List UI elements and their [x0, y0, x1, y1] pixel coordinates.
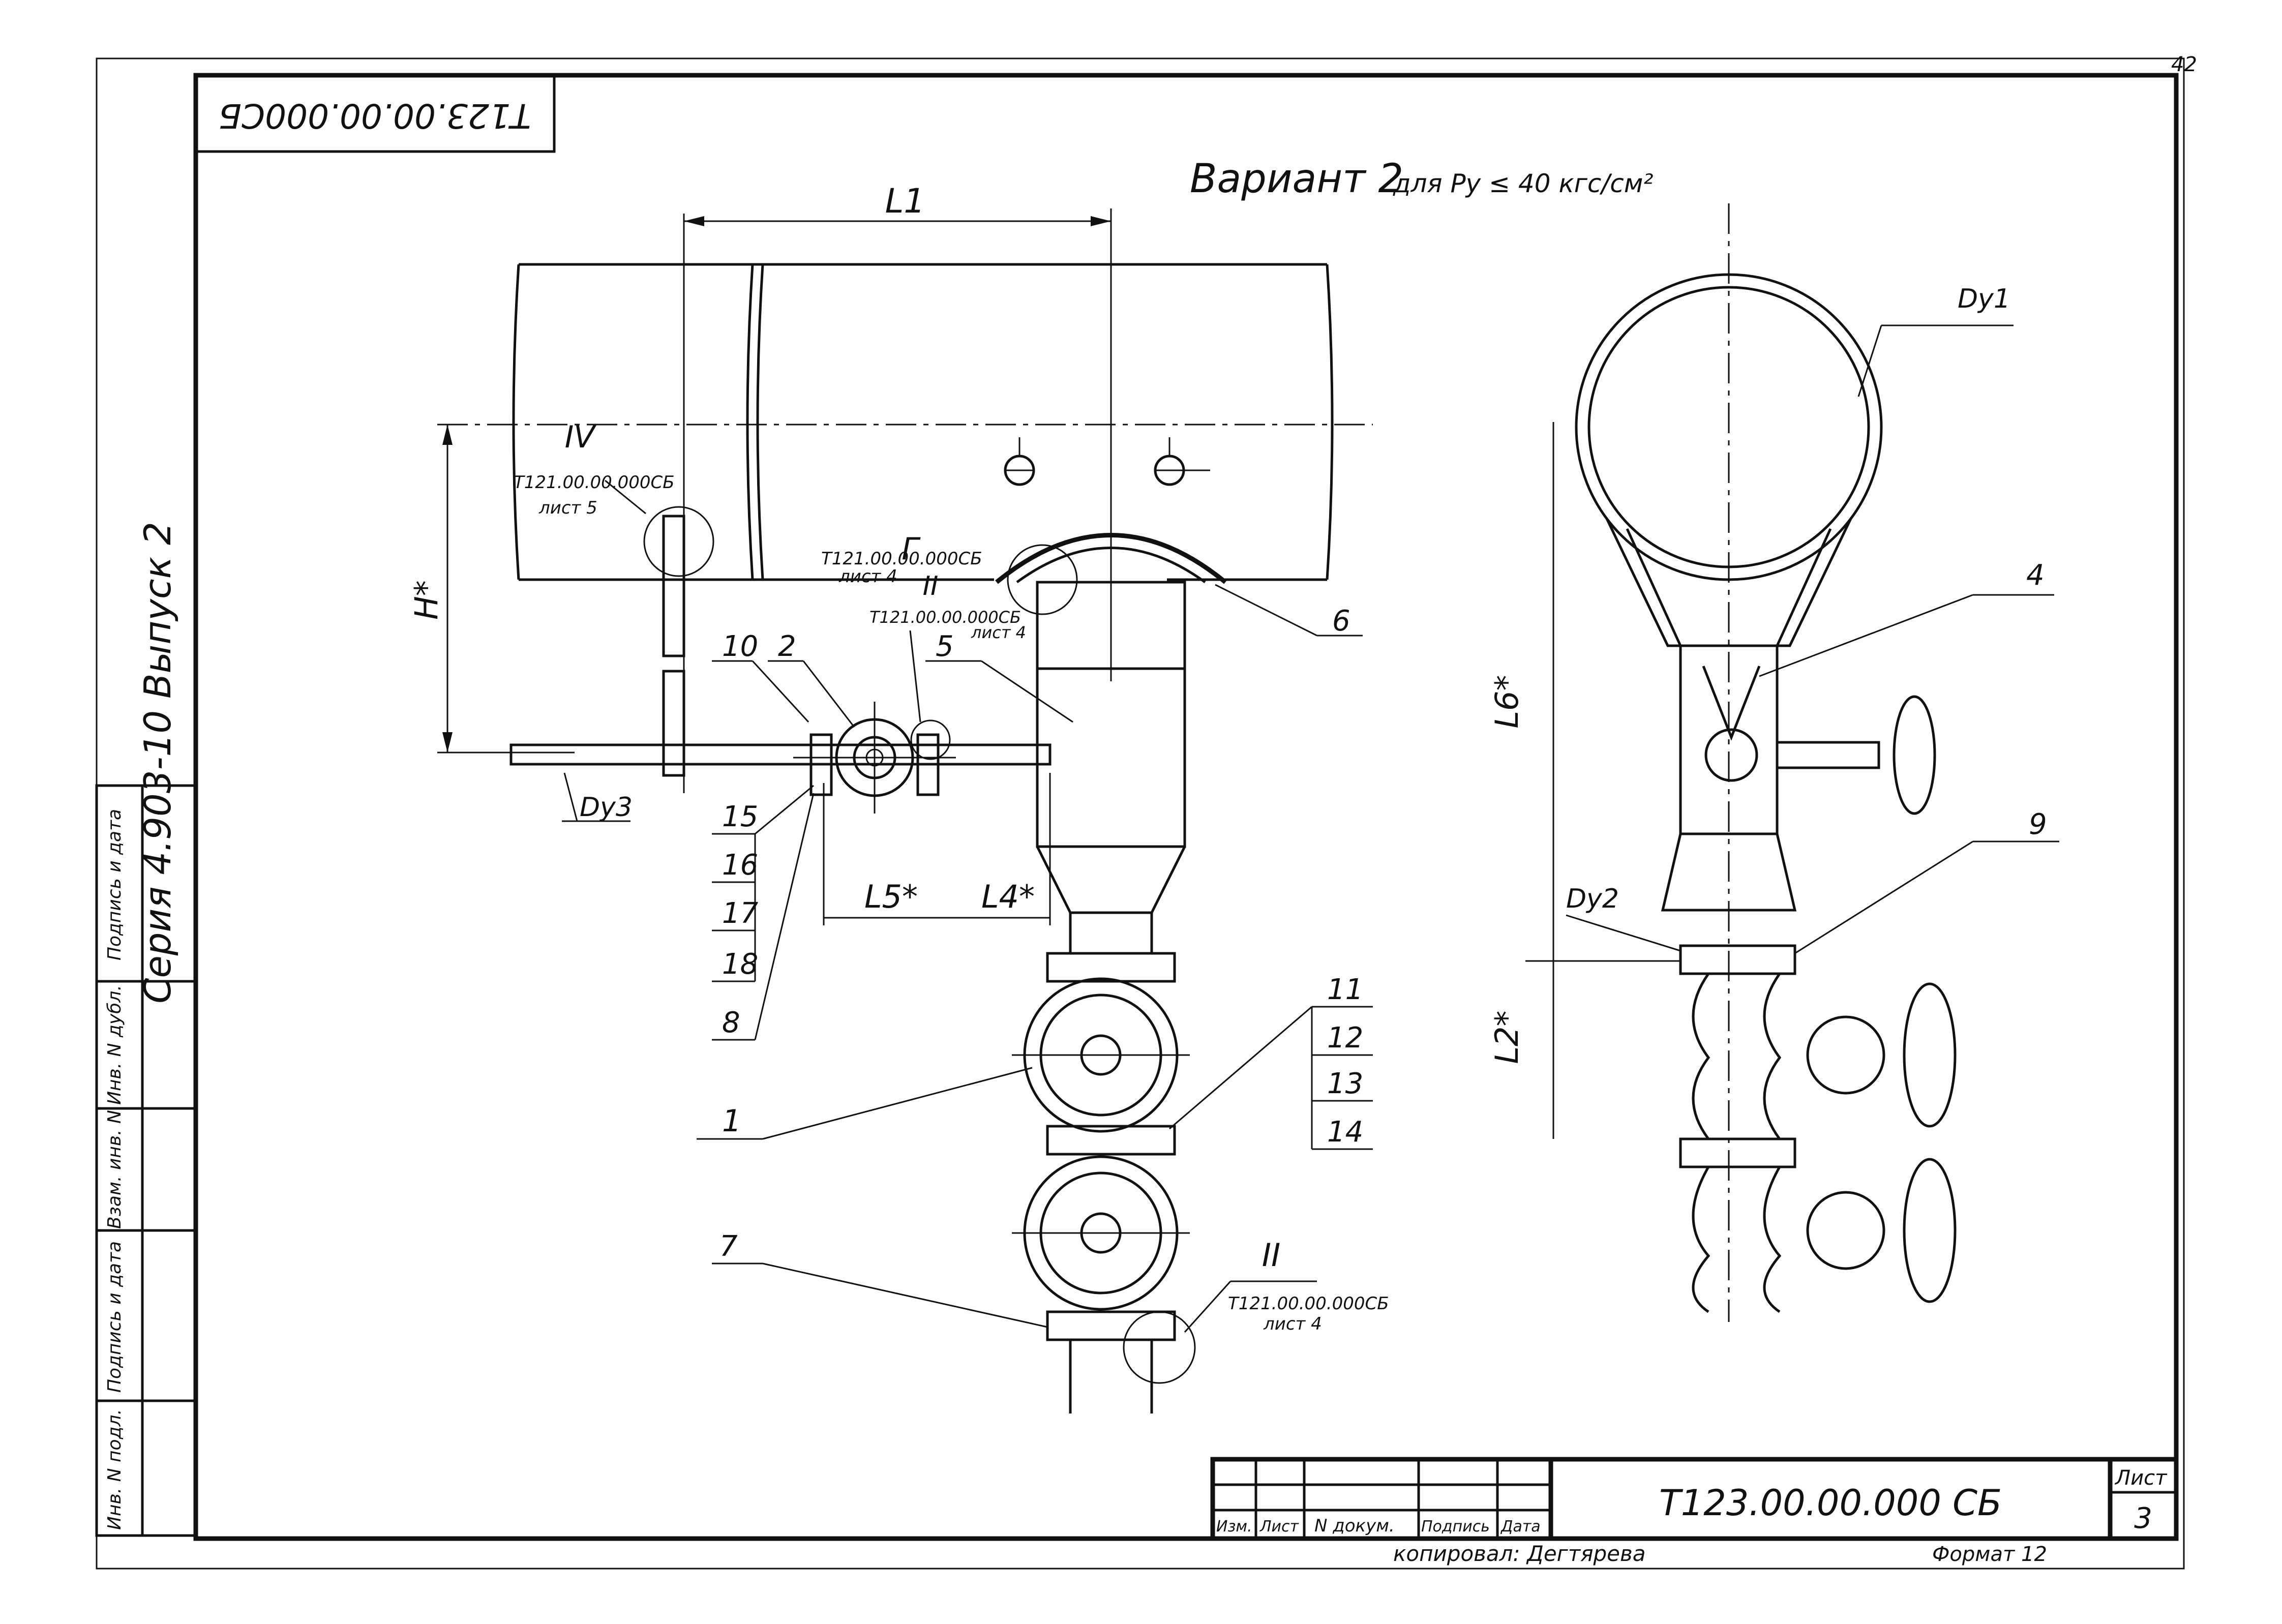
dim-l1-label: L1 — [885, 182, 925, 221]
tb-header-izm: Изм. — [1216, 1518, 1252, 1536]
tb-header-sign: Подпись — [1421, 1518, 1490, 1536]
ref-ii-top-sheet: лист 4 — [971, 623, 1026, 642]
dim-l5-label: L5* — [864, 878, 918, 915]
vessel-body — [1036, 581, 1186, 955]
ref-ii-bottom-sheet: лист 4 — [1263, 1314, 1322, 1334]
pos-2: 2 — [778, 630, 796, 663]
saddle-clamp — [995, 437, 1227, 615]
side-stamp-3: Взам. инв. N — [104, 1110, 125, 1229]
dim-h-label: H* — [408, 580, 445, 620]
ref-g-sheet: лист 4 — [838, 566, 897, 587]
pos-17: 17 — [722, 897, 759, 930]
pos-11: 11 — [1327, 973, 1363, 1006]
position-labels: 1 2 4 5 6 7 8 9 10 11 12 13 14 — [697, 559, 2059, 1328]
ref-ii-top-roman: II — [923, 571, 939, 602]
pos-9: 9 — [2029, 808, 2047, 841]
tb-header-doc: N докум. — [1314, 1516, 1395, 1536]
dy2-label: Dy2 — [1566, 884, 1619, 914]
pos-6: 6 — [1332, 605, 1350, 638]
ref-iv-doc: T121.00.00.000СБ — [514, 472, 675, 493]
dim-h: H* — [408, 425, 575, 754]
title-condition: для Py ≤ 40 кгс/см² — [1393, 169, 1654, 198]
pos-7: 7 — [719, 1230, 738, 1263]
dy1-label: Dy1 — [1958, 284, 2010, 314]
tb-header-date: Дата — [1500, 1518, 1541, 1536]
ref-ii-top: II T121.00.00.000СБ лист 4 — [869, 571, 1026, 723]
tb-designation: T123.00.00.000 СБ — [1659, 1482, 2002, 1524]
pos-12: 12 — [1327, 1021, 1363, 1055]
dy3-label: Dy3 — [580, 792, 633, 823]
dim-l4-label: L4* — [981, 878, 1035, 915]
dim-l2-label: L2* — [1488, 1011, 1525, 1064]
side-stamp-1: Инв. N подл. — [104, 1409, 125, 1530]
drain-line: Dy3 — [509, 506, 1052, 823]
ref-ii-bottom-roman: II — [1262, 1237, 1281, 1274]
dim-l6-l2: L6* L2* Dy1 Dy2 — [1488, 284, 2014, 1139]
tb-header-list: Лист — [1259, 1518, 1300, 1536]
ref-ii-top-doc: T121.00.00.000СБ — [869, 608, 1021, 627]
stamp-top-box: T123.00.00.000СБ — [194, 74, 556, 153]
pos-4: 4 — [2026, 559, 2045, 592]
side-stamp-2: Подпись и дата — [104, 1241, 125, 1393]
ref-ii-bottom-doc: T121.00.00.000СБ — [1228, 1294, 1389, 1314]
ref-g-doc: T121.00.00.000СБ — [821, 549, 982, 569]
dim-l5-l4: L5* L4* — [823, 773, 1051, 925]
pos-8: 8 — [722, 1006, 740, 1039]
stamp-top-text: T123.00.00.000СБ — [219, 96, 531, 135]
header-pipe — [437, 263, 1373, 581]
right-view — [1575, 203, 1957, 1322]
ref-g-roman: Г — [902, 531, 921, 567]
side-stamp: Инв. N подл. Подпись и дата Взам. инв. N… — [95, 784, 197, 1537]
tb-copied: копировал: Дегтярева — [1393, 1541, 1645, 1566]
pos-5: 5 — [936, 630, 954, 663]
ref-ii-bottom: II T121.00.00.000СБ лист 4 — [1184, 1237, 1389, 1334]
ref-iv-sheet: лист 5 — [538, 498, 597, 518]
main-valve-stack — [1012, 952, 1196, 1414]
side-stamp-4: Инв. N дубл. — [104, 985, 125, 1105]
ref-iv: IV T121.00.00.000СБ лист 5 — [514, 419, 675, 518]
ref-g: Г T121.00.00.000СБ лист 4 — [821, 531, 982, 587]
dim-l6-label: L6* — [1488, 675, 1525, 729]
pos-1: 1 — [722, 1103, 741, 1139]
ref-iv-roman: IV — [565, 419, 597, 455]
pos-18: 18 — [722, 948, 758, 981]
title-block: Изм. Лист N докум. Подпись Дата T123.00.… — [1210, 1457, 2179, 1566]
page-number: 42 — [2171, 53, 2197, 76]
tb-sheet-label: Лист — [2114, 1466, 2168, 1490]
pos-16: 16 — [722, 849, 758, 882]
pos-15: 15 — [722, 800, 758, 833]
pos-14: 14 — [1327, 1116, 1363, 1149]
tb-format: Формат 12 — [1932, 1543, 2047, 1566]
side-stamp-5: Подпись и дата — [104, 809, 125, 960]
title-variant: Вариант 2 — [1190, 156, 1403, 202]
pos-10: 10 — [722, 630, 758, 663]
pos-13: 13 — [1327, 1067, 1363, 1100]
small-valve — [793, 702, 956, 814]
dim-l1: L1 — [683, 182, 1112, 793]
tb-sheet-number: 3 — [2134, 1502, 2152, 1535]
outer-frame — [96, 57, 2185, 1570]
